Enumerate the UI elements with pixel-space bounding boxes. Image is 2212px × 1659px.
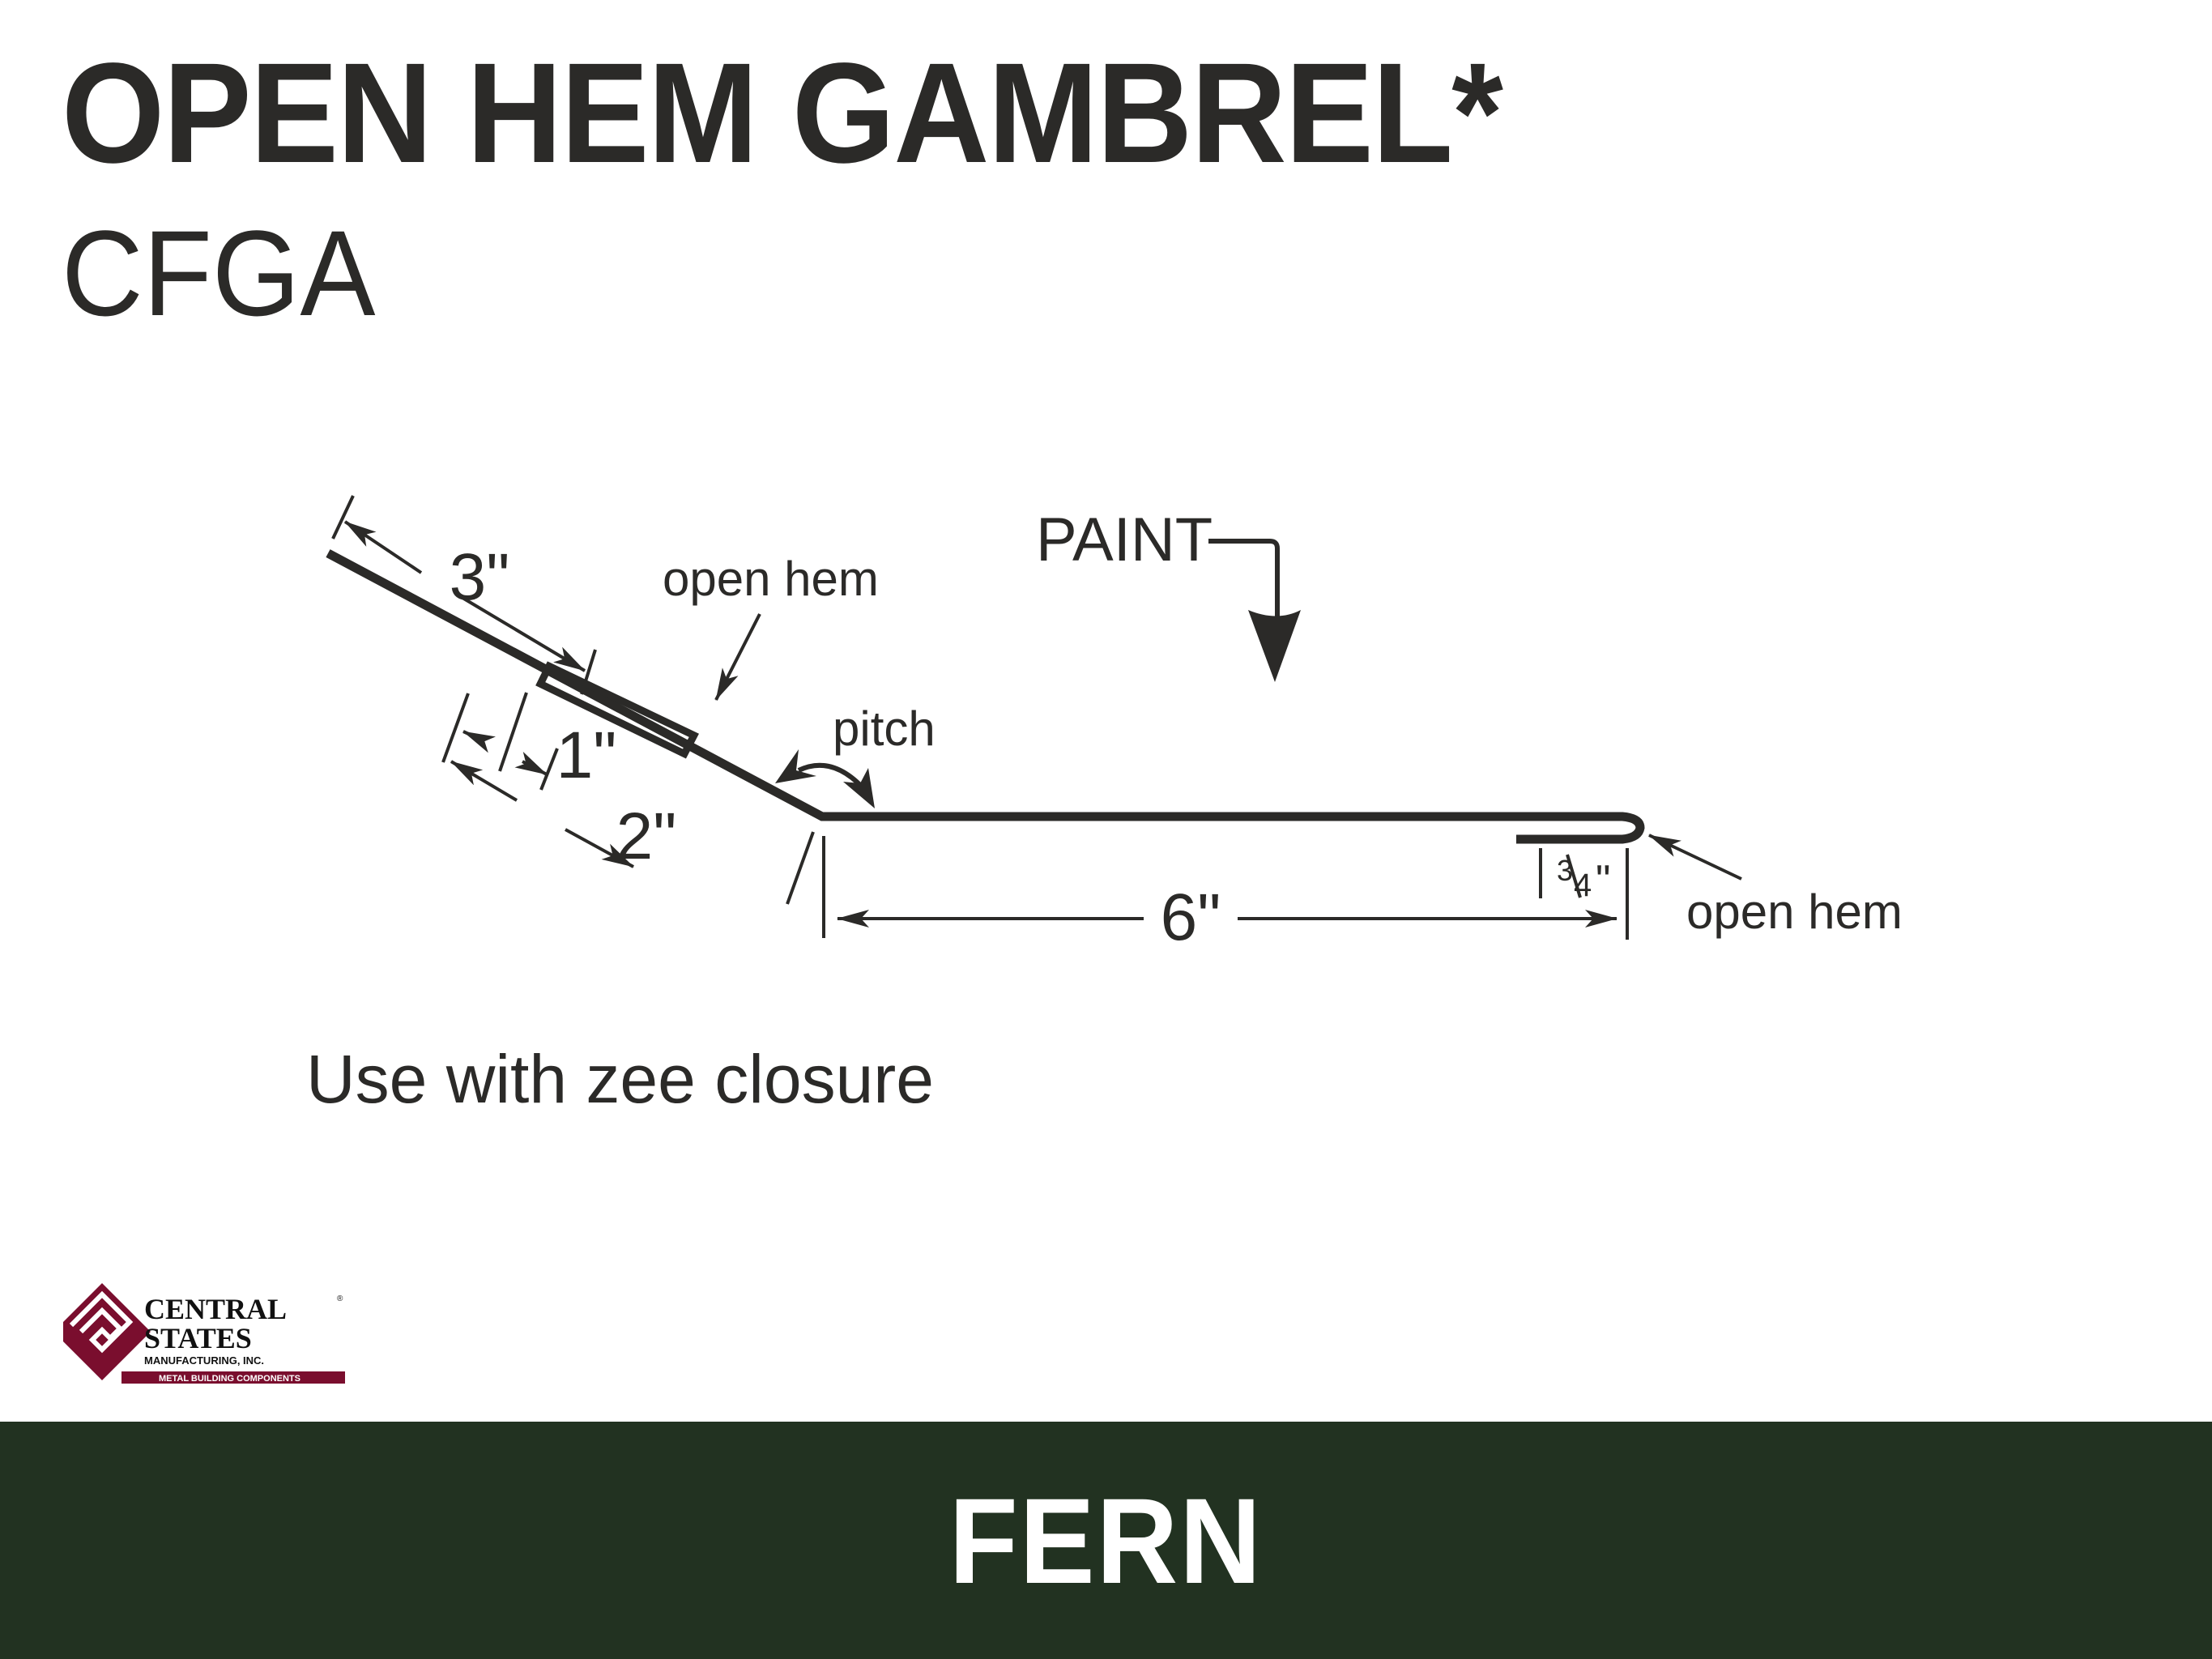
trim-profile-diagram: 3" open hem 1" 2" pitch PAINT: [326, 495, 1903, 954]
logo-tagline: METAL BUILDING COMPONENTS: [159, 1374, 300, 1384]
dim-3-4-denominator: 4: [1574, 868, 1592, 903]
dim-2-label: 2": [616, 800, 677, 873]
dim-6-label: 6": [1161, 881, 1221, 954]
dimension-flat-leg: 6": [822, 836, 1629, 954]
trim-profile: [326, 549, 1645, 844]
open-hem-top-label: open hem: [663, 552, 879, 606]
paint-callout: PAINT: [1036, 505, 1301, 682]
dim-3-4-unit: ": [1596, 857, 1610, 904]
pitch-callout: pitch: [775, 702, 936, 808]
logo-line-1: CENTRAL: [144, 1293, 287, 1325]
open-hem-right-label: open hem: [1686, 885, 1903, 939]
dimension-slope-leg: 2": [450, 692, 815, 905]
usage-note: Use with zee closure: [306, 1041, 934, 1117]
logo-line-3: MANUFACTURING, INC.: [144, 1354, 264, 1367]
part-code: CFGA: [62, 205, 376, 341]
color-name: FERN: [948, 1472, 1264, 1609]
paint-arrow-icon: [1248, 610, 1301, 682]
slope-leg-line: [326, 549, 1645, 844]
dimension-top-leg: 3": [331, 495, 597, 695]
top-open-hem: [535, 661, 699, 759]
pitch-label: pitch: [833, 702, 936, 756]
open-hem-right-callout: open hem: [1648, 834, 1903, 939]
dim-1-label: 1": [556, 719, 617, 792]
paint-label: PAINT: [1036, 505, 1213, 574]
open-hem-top-callout: open hem: [663, 552, 879, 701]
dimension-hem-inner: 1": [441, 693, 617, 792]
color-footer-bar: FERN: [0, 1422, 2212, 1659]
dim-3-label: 3": [450, 540, 510, 614]
page-title: OPEN HEM GAMBREL*: [62, 34, 1503, 193]
logo-line-2: STATES: [144, 1322, 252, 1354]
dimension-end-hem: 3 4 ": [1539, 848, 1610, 904]
logo-registered-mark: ®: [337, 1294, 343, 1303]
logo-mark-icon: [63, 1283, 151, 1380]
central-states-logo: CENTRAL ® STATES MANUFACTURING, INC. MET…: [63, 1283, 345, 1384]
